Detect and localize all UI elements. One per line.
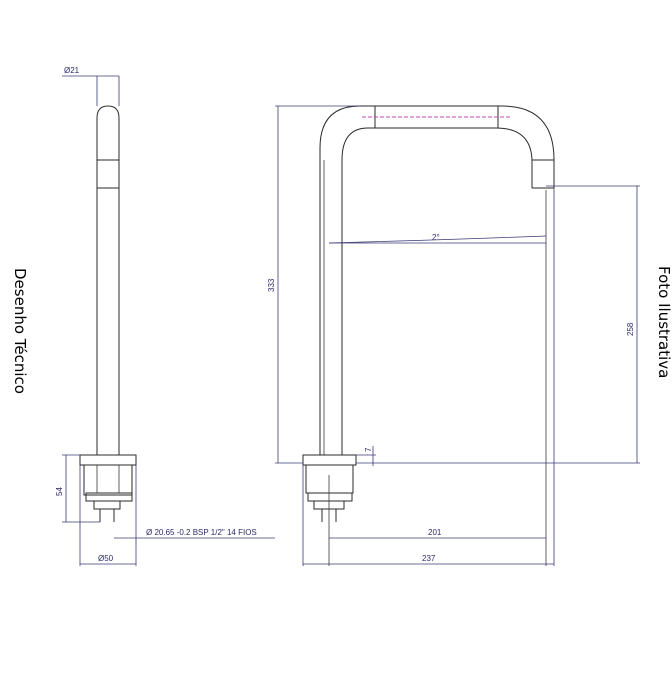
front-view-nut	[307, 492, 353, 502]
side-view-nut	[85, 492, 133, 502]
base-diameter-label: Ø50	[98, 554, 114, 563]
front-view-tube-outer	[319, 105, 555, 455]
total-width-label: 237	[422, 554, 436, 563]
outlet-height-label: 258	[626, 322, 635, 336]
angle-label: 2°	[432, 233, 440, 242]
front-view-tube-inner	[341, 127, 533, 455]
angle-arc	[328, 235, 547, 244]
small-offset-label: 7	[364, 447, 373, 452]
thread-label: Ø 20.65 -0.2 BSP 1/2" 14 FIOS	[146, 528, 257, 537]
total-height-label: 333	[267, 278, 276, 292]
right-title: Foto Ilustrativa	[655, 266, 672, 378]
front-view: 333 258 2° 7 201 237	[267, 105, 640, 566]
side-view-base-body	[83, 464, 133, 496]
side-view-pipe	[96, 105, 120, 455]
top-diameter-label: Ø21	[64, 66, 80, 75]
left-title: Desenho Técnico	[11, 268, 29, 394]
spout-reach-label: 201	[428, 528, 442, 537]
side-view-nut-lower	[93, 500, 121, 510]
side-view-base-cap	[79, 454, 137, 466]
front-view-base-body	[305, 464, 354, 494]
side-view: Ø21 54 Ø50 Ø 20.65 -0.2 BSP 1/2" 14 FIOS	[55, 66, 275, 566]
base-height-label: 54	[55, 487, 64, 496]
front-view-base-cap	[302, 454, 357, 466]
